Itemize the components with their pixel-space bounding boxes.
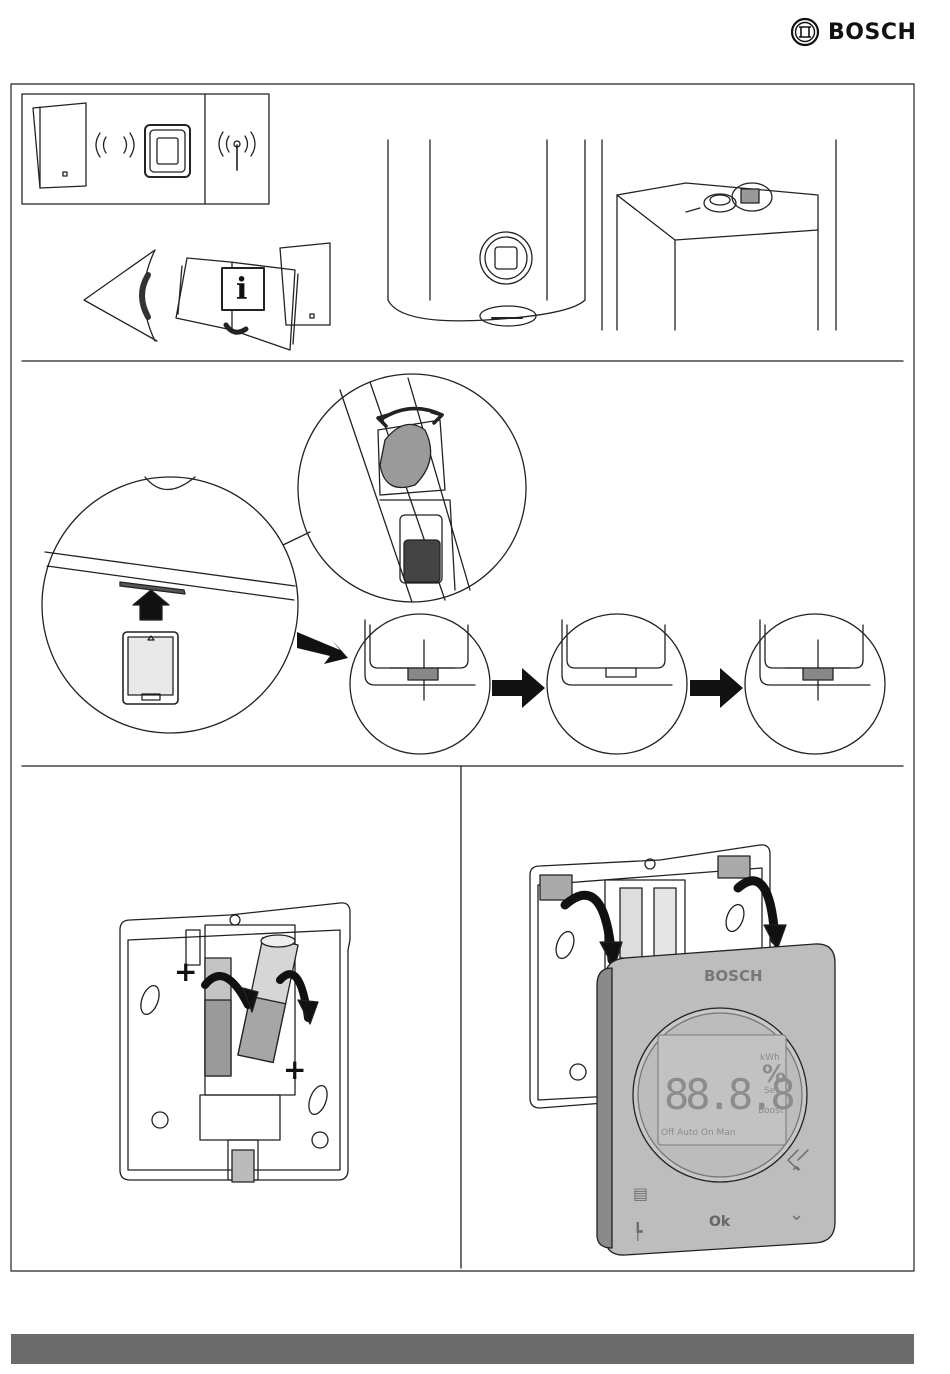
eye-icon [84,250,157,341]
display-set: Set [764,1086,779,1096]
dial-detail [298,374,526,602]
antenna-icon [219,132,255,170]
chevron-down-icon[interactable]: ⌄ [789,1204,804,1225]
arrow-right-icon [297,632,743,708]
info-letter: i [236,272,247,307]
ok-button[interactable]: Ok [709,1214,730,1230]
boiler-icon [33,103,86,188]
boiler-top [602,140,836,330]
device-brand-label: BOSCH [704,967,763,985]
display-modes: Off Auto On Man [661,1128,736,1138]
boiler-front [388,140,585,326]
display-kwh: kWh [760,1053,780,1063]
slider-position-3 [745,614,885,754]
tap-icon[interactable]: ┡ [633,1222,643,1241]
slider-position-1 [350,614,490,754]
footer-bar [11,1334,914,1364]
display-percent: % [762,1060,786,1088]
chevron-up-icon[interactable]: ⌃ [789,1163,804,1184]
display-boost: Boost [758,1106,783,1116]
radiator-icon[interactable]: ▤ [633,1184,648,1203]
plus-sign: + [283,1053,306,1086]
thermostat-icon [145,125,190,177]
wireless-icon [96,133,134,157]
card-insert-detail [42,477,310,733]
backplate-batteries [120,903,350,1182]
manual-info-icon [176,243,330,350]
pairing-icon-box [22,94,269,204]
slider-position-2 [547,614,687,754]
plus-sign: + [174,955,197,988]
